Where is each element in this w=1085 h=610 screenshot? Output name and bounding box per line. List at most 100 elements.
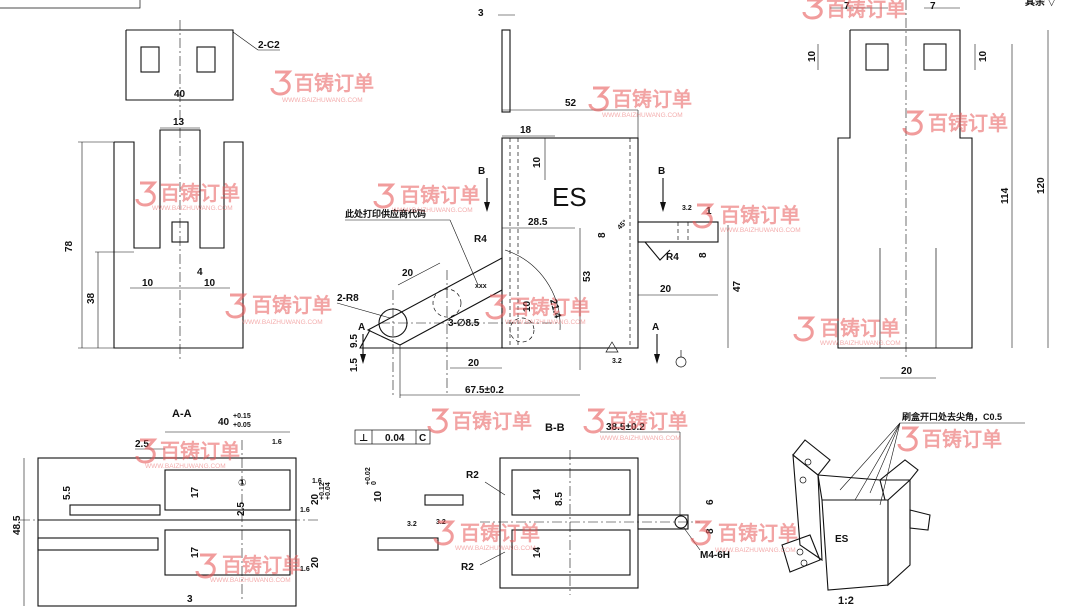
dim-114: 114 (1000, 187, 1011, 204)
tol-10b: 0 (371, 481, 378, 485)
dim-8-5: 8.5 (554, 492, 565, 506)
svg-text:WWW.BAIZHUWANG.COM: WWW.BAIZHUWANG.COM (145, 463, 226, 470)
dim-20-r: 20 (901, 366, 913, 377)
dim-21-4: 21.4 (547, 298, 563, 320)
marking-xxx: xxx (475, 283, 487, 290)
watermark-14: 百铸订单 (897, 426, 1002, 452)
rough-3-2-latch: 3.2 (682, 205, 692, 212)
section-a-left: A (358, 322, 365, 333)
iso-front-face (821, 499, 889, 591)
watermark-2: 百铸订单 WWW.BAIZHUWANG.COM (588, 86, 692, 119)
watermark-3: 百铸订单 (802, 0, 906, 21)
dim-28-5: 28.5 (528, 217, 548, 228)
watermark-1: 百铸订单 WWW.BAIZHUWANG.COM (270, 70, 374, 104)
side-body (501, 137, 639, 349)
rough-1-6d: 1.6 (300, 566, 310, 573)
rough-1-6b: 1.6 (312, 478, 322, 485)
dim-3-aa: 3 (187, 594, 193, 605)
dim-67-5: 67.5±0.2 (465, 385, 504, 396)
svg-text:百铸订单: 百铸订单 (612, 87, 692, 111)
watermark-6: 百铸订单 WWW.BAIZHUWANG.COM (692, 203, 801, 234)
dim-1-5: 1.5 (349, 358, 360, 372)
dim-10-t: 10 (373, 490, 384, 502)
svg-text:百铸订单: 百铸订单 (400, 183, 480, 207)
dim-78: 78 (64, 240, 75, 252)
dim-8b: 8 (698, 252, 709, 258)
svg-text:百铸订单: 百铸订单 (160, 181, 240, 205)
svg-text:WWW.BAIZHUWANG.COM: WWW.BAIZHUWANG.COM (210, 577, 291, 584)
iso-view: 刷盒开口处去尖角，C0.5 ES 1:2 (781, 411, 1025, 607)
bb-cavity-bottom (511, 529, 631, 576)
right-window-2 (923, 43, 947, 71)
label-2-r8: 2-R8 (337, 293, 359, 304)
print-note: 此处打印供应商代码 (345, 208, 426, 219)
tol-20a: +0.12 (319, 482, 326, 500)
svg-text:WWW.BAIZHUWANG.COM: WWW.BAIZHUWANG.COM (600, 435, 681, 442)
svg-text:WWW.BAIZHUWANG.COM: WWW.BAIZHUWANG.COM (820, 340, 901, 347)
dim-6: 6 (705, 499, 716, 505)
gdt-datum: C (419, 433, 426, 444)
cavity-top (164, 469, 291, 511)
section-a-right: A (652, 322, 659, 333)
pin-tab (501, 29, 511, 113)
iso-right-side (887, 478, 911, 587)
label-r4b: R4 (666, 252, 679, 263)
dim-9-5: 9.5 (349, 334, 360, 348)
watermark-5: 百铸订单 WWW.BAIZHUWANG.COM (373, 183, 480, 214)
svg-text:百铸订单: 百铸订单 (460, 521, 540, 545)
svg-text:WWW.BAIZHUWANG.COM: WWW.BAIZHUWANG.COM (282, 97, 363, 104)
title-block-edge (0, 0, 141, 9)
label-holes: 3-∅8.5 (448, 318, 480, 329)
svg-text:百铸订单: 百铸订单 (928, 111, 1008, 135)
label-r4a: R4 (474, 234, 487, 245)
rough-1-6a: 1.6 (272, 439, 282, 446)
svg-text:百铸订单: 百铸订单 (294, 71, 374, 95)
svg-text:WWW.BAIZHUWANG.COM: WWW.BAIZHUWANG.COM (505, 319, 586, 326)
dim-20a: 20 (402, 268, 414, 279)
dim-10a: 10 (142, 278, 154, 289)
section-b-right: B (658, 166, 665, 177)
mid-shaft (377, 537, 439, 551)
watermark-13: 百铸订单 WWW.BAIZHUWANG.COM (135, 438, 240, 470)
chamfer-label: 2-C2 (258, 40, 280, 51)
label-r2b: R2 (461, 562, 474, 573)
dim-14a: 14 (532, 488, 543, 500)
right-window-1 (865, 43, 889, 71)
svg-text:百铸订单: 百铸订单 (720, 203, 800, 227)
section-aa-outline (37, 457, 297, 607)
dim-47: 47 (732, 280, 743, 292)
dim-10b-r: 10 (978, 50, 989, 62)
roughness-value: 3.2 (612, 358, 622, 365)
rough-1-6c: 1.6 (300, 507, 310, 514)
watermark-7: 百铸订单 (902, 110, 1008, 136)
watermark-4: 百铸订单 WWW.BAIZHUWANG.COM (135, 181, 240, 212)
label-m4: M4-6H (700, 550, 730, 561)
dim-53: 53 (582, 270, 593, 282)
watermark-15: 百铸订单 WWW.BAIZHUWANG.COM (433, 520, 540, 552)
watermark-8: 百铸订单 WWW.BAIZHUWANG.COM (225, 293, 332, 326)
watermark-16: 百铸订单 WWW.BAIZHUWANG.COM (690, 520, 798, 554)
watermark-11: 百铸订单 (427, 408, 532, 434)
view-right: 7 7 10 10 114 120 20 其余 ▽ (807, 0, 1056, 379)
dim-7a: 7 (844, 1, 850, 12)
part-body-outline (113, 129, 244, 349)
dim-3: 3 (478, 8, 484, 19)
tol-dn: +0.05 (233, 422, 251, 429)
balloon-1: ① (238, 478, 246, 489)
dim-48-5: 48.5 (12, 515, 23, 535)
window-left (140, 46, 160, 73)
window-right (196, 46, 216, 73)
dim-40-aa: 40 (218, 417, 230, 428)
svg-text:WWW.BAIZHUWANG.COM: WWW.BAIZHUWANG.COM (455, 545, 536, 552)
dim-38: 38 (86, 292, 97, 304)
dim-5-5: 5.5 (62, 486, 73, 500)
svg-text:WWW.BAIZHUWANG.COM: WWW.BAIZHUWANG.COM (602, 112, 683, 119)
shaft (37, 537, 159, 551)
tol-10a: +0.02 (365, 467, 372, 485)
tol-up: +0.15 (233, 413, 251, 420)
section-bb: B-B 38.5±0.2 R2 R2 14 14 8.5 6 8 M4-6H (461, 422, 730, 595)
svg-text:百铸订单: 百铸订单 (826, 0, 906, 21)
m4-hole (674, 515, 688, 529)
